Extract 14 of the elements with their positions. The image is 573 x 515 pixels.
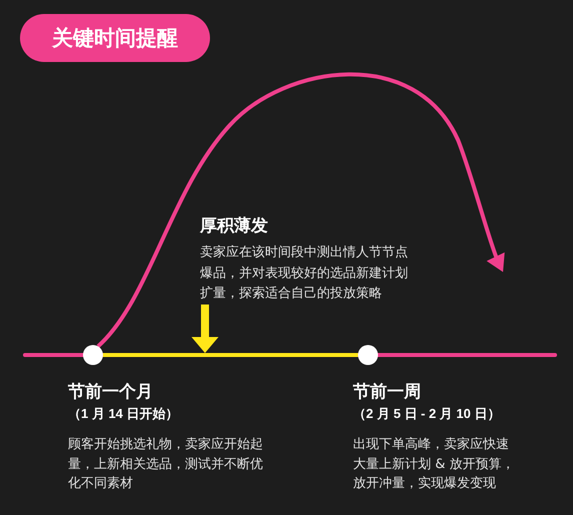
- milestone-title: 节前一周: [353, 381, 421, 404]
- milestone-title: 节前一个月: [68, 381, 153, 404]
- phase-heading: 厚积薄发: [200, 215, 268, 238]
- curved-arrow: [96, 72, 506, 348]
- date-range: （2 月 5 日 - 2 月 10 日）: [353, 405, 500, 423]
- milestone-description: 顾客开始挑选礼物，卖家应开始起量，上新相关选品，测试并不断优化不同素材: [68, 436, 264, 493]
- milestone-description: 出现下单高峰，卖家应快速大量上新计划 & 放开预算，放开冲量，实现爆发变现: [353, 436, 516, 493]
- title-banner: 关键时间提醒: [20, 14, 210, 62]
- phase-description: 卖家应在该时间段中测出情人节节点爆品，并对表现较好的选品新建计划扩量，探索适合自己的投放策略: [200, 244, 409, 303]
- milestone-dot: [83, 345, 103, 365]
- milestone-dot: [358, 345, 378, 365]
- highlighted-segment: [103, 353, 358, 357]
- date-range: （1 月 14 日开始）: [68, 405, 179, 423]
- arrow: [192, 304, 218, 353]
